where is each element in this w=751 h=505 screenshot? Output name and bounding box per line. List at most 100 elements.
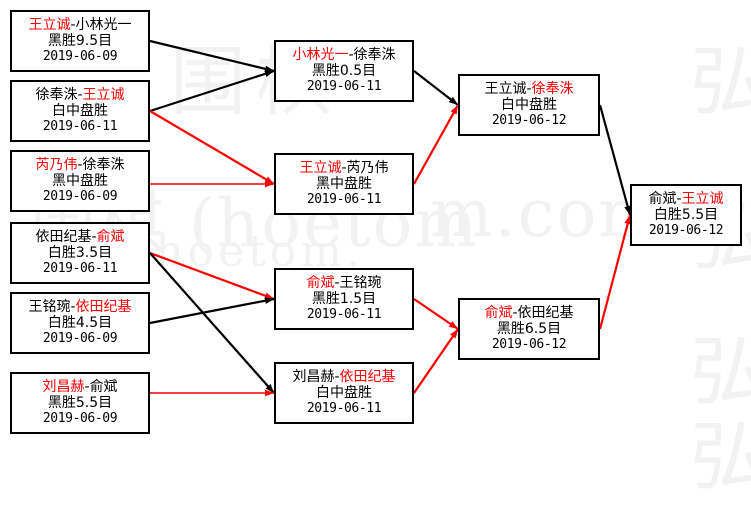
match-date: 2019-06-12: [491, 113, 567, 129]
player-separator: -: [77, 156, 83, 173]
connector-arrow-m6-to-r2m4: [265, 389, 274, 397]
connector-line-r3m1-to-final: [598, 104, 632, 216]
player-separator: -: [334, 274, 340, 291]
connector-arrow-r2m3-to-r3m2: [448, 321, 458, 329]
connector-arrow-m2-to-r2m2: [264, 176, 274, 184]
player-right: 徐奉洙: [531, 80, 574, 97]
connector-arrow-r2m1-to-r3m1: [448, 96, 458, 105]
match-result: 黑胜0.5目: [311, 62, 377, 79]
player-separator: -: [84, 378, 90, 395]
connector-arrow-r2m4-to-r3m2: [450, 329, 458, 339]
connector-line-r2m2-to-r3m1: [413, 104, 459, 185]
player-right: 王铭琬: [339, 274, 382, 291]
match-players: 刘昌赫-依田纪基: [292, 368, 395, 385]
connector-line-r2m4-to-r3m2: [413, 328, 459, 394]
connector-line-m2-to-r2m2: [149, 110, 275, 185]
player-separator: -: [70, 16, 76, 33]
match-players: 王立诚-小林光一: [28, 16, 131, 33]
connector-arrow-r2m2-to-r3m1: [450, 105, 458, 115]
match-date: 2019-06-09: [42, 411, 118, 427]
connector-arrow-m3-to-r2m2: [265, 180, 274, 188]
player-right: 俞斌: [96, 228, 125, 245]
match-date: 2019-06-11: [306, 79, 382, 95]
player-right: 徐奉洙: [82, 156, 125, 173]
player-separator: -: [77, 86, 83, 103]
watermark-text: 弘: [690, 327, 751, 416]
player-left: 王立诚: [484, 80, 527, 97]
player-left: 俞斌: [306, 274, 335, 291]
connector-line-m5-to-r2m3: [149, 297, 275, 325]
match-result: 白胜3.5目: [47, 244, 113, 261]
player-separator: -: [512, 304, 518, 321]
player-separator: -: [526, 80, 532, 97]
player-left: 王铭琬: [28, 298, 71, 315]
player-left: 王立诚: [28, 16, 71, 33]
match-date: 2019-06-11: [42, 119, 118, 135]
match-result: 黑中盘胜: [316, 175, 372, 192]
match-date: 2019-06-09: [42, 331, 118, 347]
player-left: 刘昌赫: [42, 378, 85, 395]
player-separator: -: [334, 368, 340, 385]
watermark-text: 弘: [690, 412, 751, 501]
match-date: 2019-06-09: [42, 189, 118, 205]
connector-line-r2m3-to-r3m2: [413, 298, 459, 330]
match-players: 芮乃伟-徐奉洙: [35, 156, 125, 173]
connector-line-m4-to-r2m3: [149, 251, 275, 301]
watermark-text: 弘: [690, 37, 751, 126]
player-left: 芮乃伟: [35, 156, 78, 173]
player-left: 俞斌: [648, 190, 677, 207]
connector-arrow-m4-to-r2m4: [265, 384, 274, 393]
player-left: 徐奉洙: [35, 86, 78, 103]
player-separator: -: [341, 159, 347, 176]
player-right: 王立诚: [681, 190, 724, 207]
player-left: 依田纪基: [35, 228, 92, 245]
connector-line-m2-to-r2m1: [149, 69, 275, 113]
player-right: 徐奉洙: [353, 46, 396, 63]
match-result: 白中盘胜: [316, 384, 372, 401]
match-date: 2019-06-11: [306, 192, 382, 208]
match-players: 俞斌-王立诚: [648, 190, 724, 207]
match-date: 2019-06-11: [42, 261, 118, 277]
match-date: 2019-06-12: [648, 223, 724, 239]
player-left: 王立诚: [299, 159, 342, 176]
match-players: 依田纪基-俞斌: [35, 228, 125, 245]
player-right: 依田纪基: [517, 304, 574, 321]
match-date: 2019-06-11: [306, 401, 382, 417]
player-separator: -: [70, 298, 76, 315]
player-left: 小林光一: [292, 46, 349, 63]
connector-line-m4-to-r2m4: [149, 252, 275, 394]
connector-arrow-m1-to-r2m1: [264, 65, 274, 73]
match-date: 2019-06-12: [491, 337, 567, 353]
player-separator: -: [91, 228, 97, 245]
match-result: 黑胜5.5目: [47, 394, 113, 411]
player-right: 俞斌: [89, 378, 118, 395]
match-players: 俞斌-王铭琬: [306, 274, 382, 291]
player-separator: -: [348, 46, 354, 63]
connector-line-r2m1-to-r3m1: [413, 70, 459, 106]
match-result: 黑胜6.5目: [496, 320, 562, 337]
match-result: 黑胜1.5目: [311, 290, 377, 307]
connector-arrow-m4-to-r2m3: [264, 292, 274, 300]
match-players: 徐奉洙-王立诚: [35, 86, 124, 103]
match-result: 白中盘胜: [52, 102, 108, 119]
player-left: 刘昌赫: [292, 368, 335, 385]
match-players: 王立诚-芮乃伟: [299, 159, 389, 176]
connector-arrow-m2-to-r2m1: [264, 70, 274, 77]
match-result: 黑胜9.5目: [47, 32, 113, 49]
match-result: 白胜5.5目: [653, 206, 719, 223]
connector-arrow-m5-to-r2m3: [264, 297, 274, 305]
player-right: 芮乃伟: [346, 159, 389, 176]
